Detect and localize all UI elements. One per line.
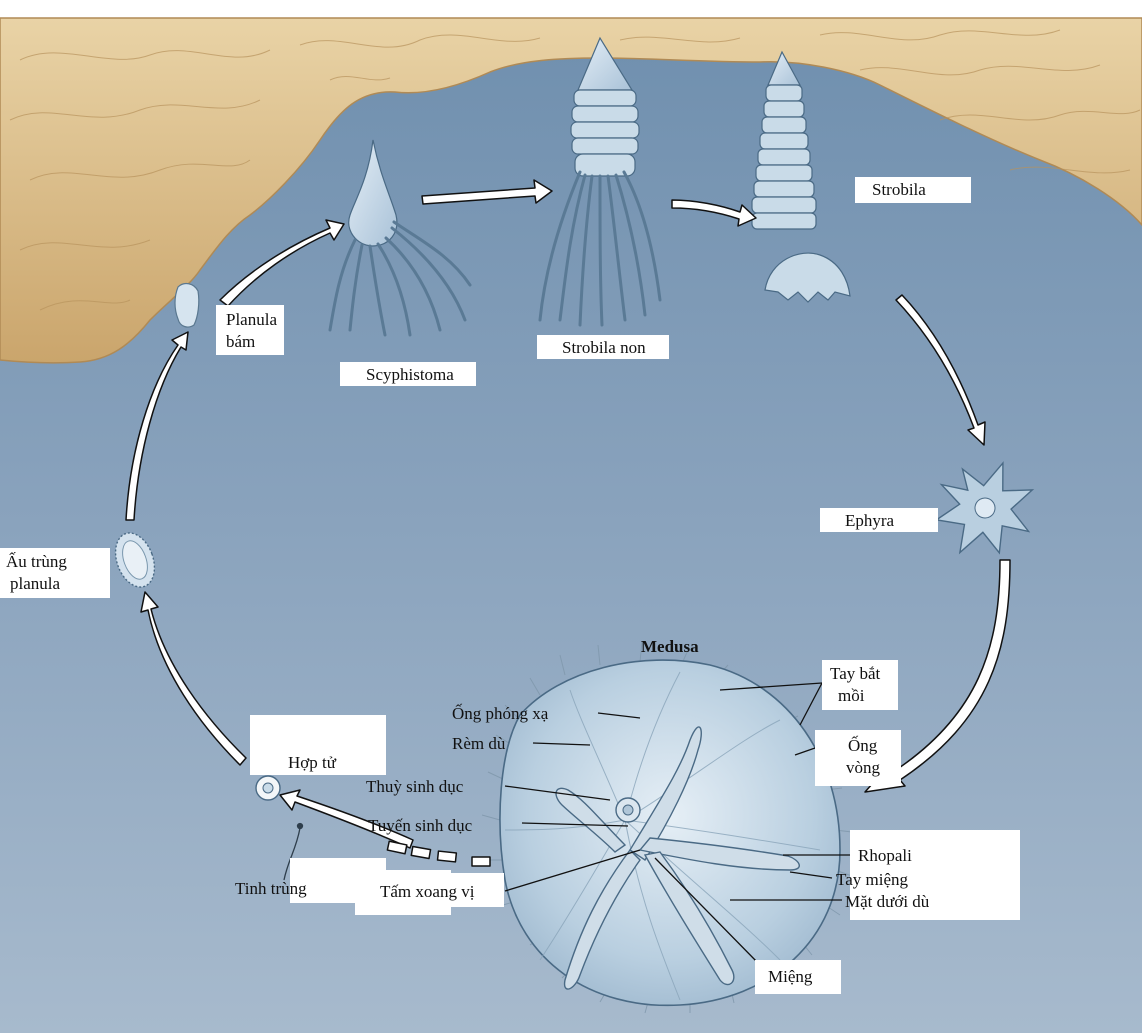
label-gastric-filaments: Tấm xoang vị bbox=[380, 881, 474, 902]
label-velarium: Rèm dù bbox=[452, 733, 505, 754]
label-medusa-title: Medusa bbox=[641, 636, 699, 657]
label-ring-canal-line1: Ống bbox=[848, 735, 877, 756]
label-rhopalia: Rhopali bbox=[858, 845, 912, 866]
label-strobila-young: Strobila non bbox=[562, 337, 646, 358]
attached-planula bbox=[175, 284, 199, 327]
label-oral-arms: Tay miệng bbox=[836, 869, 908, 890]
label-planula-larva-line1: Ấu trùng bbox=[6, 551, 67, 572]
zygote bbox=[256, 776, 280, 800]
label-tentacles-line1: Tay bắt bbox=[830, 663, 880, 684]
label-sperm: Tinh trùng bbox=[235, 878, 307, 899]
label-zygote: Hợp tử bbox=[288, 752, 336, 773]
gamete-dash-4 bbox=[472, 857, 490, 866]
label-radial-canal: Ống phóng xạ bbox=[452, 703, 548, 724]
label-planula-attached-line2: bám bbox=[226, 331, 255, 352]
label-planula-larva-line2: planula bbox=[10, 573, 60, 594]
label-scyphistoma: Scyphistoma bbox=[366, 364, 454, 385]
label-tentacles-line2: mồi bbox=[838, 685, 864, 706]
label-ring-canal-line2: vòng bbox=[846, 757, 880, 778]
label-gastric-pouch: Thuỳ sinh dục bbox=[366, 776, 463, 797]
label-subumbrella: Mặt dưới dù bbox=[845, 891, 929, 912]
label-gonad: Tuyến sinh dục bbox=[368, 815, 472, 836]
label-mouth: Miệng bbox=[768, 966, 812, 987]
label-planula-attached-line1: Planula bbox=[226, 309, 277, 330]
gamete-dash-3 bbox=[438, 851, 457, 862]
label-ephyra: Ephyra bbox=[845, 510, 894, 531]
label-strobila: Strobila bbox=[872, 179, 926, 200]
